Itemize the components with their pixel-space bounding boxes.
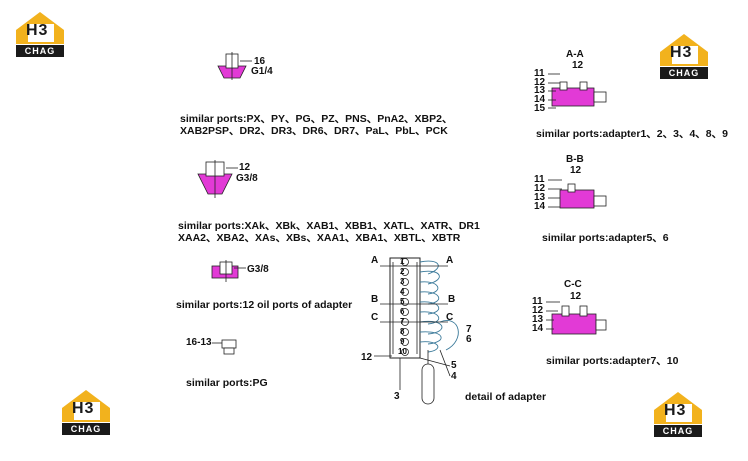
section-aa-num-12: 12	[534, 77, 546, 88]
section-bb-num-13: 13	[534, 192, 546, 203]
similar4: similar ports:PG	[186, 377, 268, 389]
similar2-line2: XAA2、XBA2、XAs、XBs、XAA1、XBA1、XBTL、XBTR	[178, 232, 461, 244]
similar1-line2: XAB2PSP、DR2、DR3、DR6、DR7、PaL、PbL、PCK	[180, 125, 448, 137]
similar3: similar ports:12 oil ports of adapter	[176, 299, 353, 311]
port2-num: 12	[239, 162, 251, 173]
section-bb-num-14: 14	[534, 201, 546, 212]
section-bb-num-11: 11	[534, 174, 545, 185]
similar1-line1: similar ports:PX、PY、PG、PZ、PNS、PnA2、XBP2、	[180, 113, 453, 125]
port3-thread: G3/8	[247, 264, 269, 275]
logo-text: CHAG	[62, 423, 110, 435]
section-bb-num-12: 12	[534, 183, 546, 194]
port2-fitting	[197, 160, 238, 198]
item-num-2: 2	[400, 267, 405, 276]
section-cc-title: C-C	[564, 279, 582, 290]
section-cc	[546, 301, 607, 335]
port2-thread: G3/8	[236, 173, 258, 184]
label-c-right: C	[446, 312, 454, 323]
adapter-ports	[401, 258, 409, 356]
logo-top-right: H3 CHAG	[656, 32, 712, 80]
section-aa	[548, 73, 607, 109]
section-cc-num-13: 13	[532, 314, 544, 325]
logo-icon	[62, 390, 110, 422]
port1-fitting	[217, 52, 252, 80]
adapter-caption: detail of adapter	[465, 391, 547, 403]
label-b-right: B	[448, 294, 456, 305]
logo-text: CHAG	[660, 67, 708, 79]
section-cc-caption: similar ports:adapter7、10	[546, 355, 679, 367]
label-a-left: A	[371, 255, 379, 266]
logo-icon	[16, 12, 64, 44]
logo-top-left: H3 CHAG	[12, 10, 68, 58]
item-num-7: 7	[400, 317, 405, 326]
callout-4: 4	[451, 371, 457, 382]
logo-letters: H3	[664, 402, 687, 419]
adapter-hoses	[419, 260, 459, 353]
section-cc-num-12: 12	[532, 305, 544, 316]
logo-text: CHAG	[16, 45, 64, 57]
label-a-right: A	[446, 255, 454, 266]
callout-12: 12	[361, 352, 373, 363]
section-bb-title: B-B	[566, 154, 584, 165]
adapter-body	[389, 257, 421, 359]
logo-letters: H3	[670, 44, 693, 61]
callout-5: 5	[451, 360, 457, 371]
port1-thread: G1/4	[251, 66, 273, 77]
section-bb-top: 12	[570, 165, 582, 176]
section-aa-top: 12	[572, 60, 584, 71]
adapter-leader-lines	[374, 349, 451, 390]
item-num-8: 8	[400, 327, 405, 336]
item-num-3: 3	[400, 277, 405, 286]
section-aa-title: A-A	[566, 49, 584, 60]
section-bb	[548, 179, 607, 209]
item-num-1: 1	[400, 257, 405, 266]
logo-icon	[660, 34, 708, 66]
section-aa-num-15: 15	[534, 103, 546, 114]
port1-num: 16	[254, 56, 266, 67]
port3-fitting	[211, 260, 246, 282]
callout-7: 7	[466, 324, 472, 335]
item-num-9: 9	[400, 337, 405, 346]
callout-3: 3	[394, 391, 400, 402]
section-aa-num-13: 13	[534, 85, 546, 96]
logo-text: CHAG	[654, 425, 702, 437]
section-aa-num-14: 14	[534, 94, 546, 105]
port4-num: 16-13	[186, 337, 212, 348]
section-cc-num-14: 14	[532, 323, 544, 334]
logo-bottom-left: H3 CHAG	[58, 388, 114, 436]
section-cc-top: 12	[570, 291, 582, 302]
logo-letters: H3	[26, 22, 49, 39]
section-bb-caption: similar ports:adapter5、6	[542, 232, 669, 244]
label-b-left: B	[371, 294, 379, 305]
item-num-10: 10	[398, 347, 407, 356]
similar2-line1: similar ports:XAk、XBk、XAB1、XBB1、XATL、XAT…	[178, 220, 480, 232]
port4-fitting	[212, 339, 237, 355]
adapter-section-lines	[380, 265, 448, 323]
item-num-5: 5	[400, 297, 405, 306]
section-aa-num-11: 11	[534, 68, 545, 79]
logo-bottom-right: H3 CHAG	[650, 390, 706, 438]
item-num-6: 6	[400, 307, 405, 316]
callout-6: 6	[466, 334, 472, 345]
section-aa-caption: similar ports:adapter1、2、3、4、8、9	[536, 128, 728, 140]
label-c-left: C	[371, 312, 379, 323]
logo-letters: H3	[72, 400, 95, 417]
item-num-4: 4	[400, 287, 405, 296]
logo-icon	[654, 392, 702, 424]
section-cc-num-11: 11	[532, 296, 543, 307]
adapter-handle	[421, 350, 435, 405]
